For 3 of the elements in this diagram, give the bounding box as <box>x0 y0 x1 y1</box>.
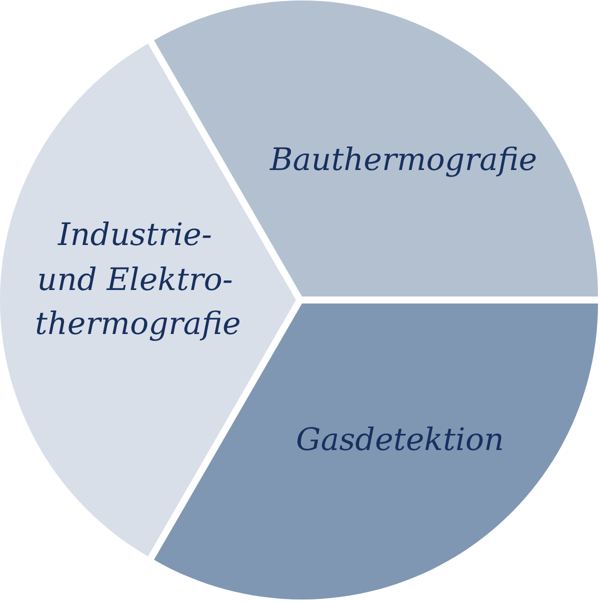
segment-label: Bauthermografie <box>268 140 538 180</box>
segment-label: Industrie- und Elektro- thermografie <box>34 216 242 344</box>
segment-label: Gasdetektion <box>295 420 505 460</box>
